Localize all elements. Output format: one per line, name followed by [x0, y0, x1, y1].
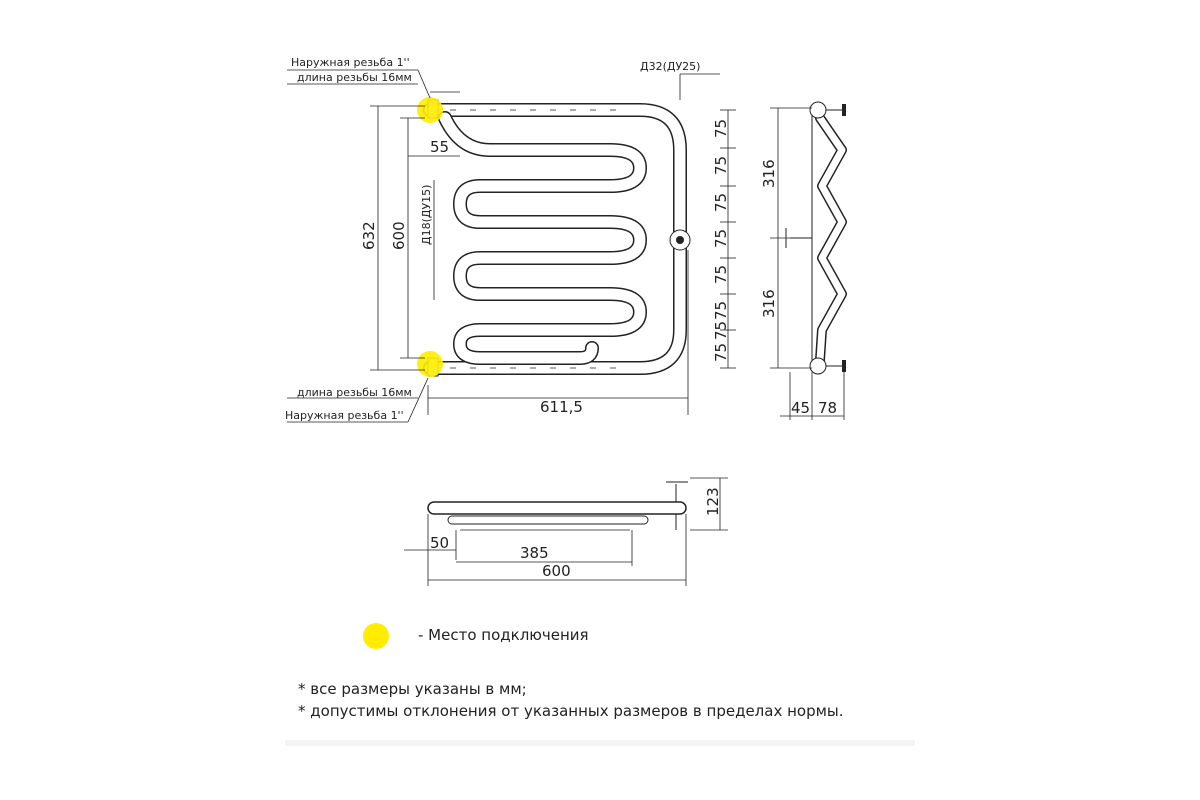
svg-text:75: 75 [712, 229, 730, 248]
dim-depth-b: 78 [818, 399, 837, 417]
legend: - Место подключения [363, 623, 589, 649]
dim-depth-a: 45 [791, 399, 810, 417]
notes: * все размеры указаны в мм; * допустимы … [298, 680, 844, 720]
dim-inlet-offset: 55 [430, 138, 449, 156]
svg-text:75: 75 [712, 193, 730, 212]
thread-outer-top-label: Наружная резьба 1'' [291, 56, 410, 69]
top-view: 123 50 385 600 [404, 477, 728, 586]
front-view: Наружная резьба 1'' длина резьбы 16мм дл… [285, 56, 736, 423]
svg-text:75: 75 [712, 343, 730, 362]
connection-point-top [417, 97, 443, 123]
thread-length-top-label: длина резьбы 16мм [297, 71, 412, 84]
svg-text:75: 75 [712, 321, 730, 340]
note-units: * все размеры указаны в мм; [298, 680, 527, 698]
svg-text:75: 75 [712, 301, 730, 320]
inner-pipe-label: Д18(ДУ15) [420, 185, 433, 245]
dim-top-inner: 385 [520, 544, 549, 562]
connection-legend-icon [363, 623, 389, 649]
thread-length-bottom-label: длина резьбы 16мм [297, 386, 412, 399]
connection-point-bottom [417, 351, 443, 377]
dim-side-upper: 316 [760, 159, 778, 188]
svg-text:75: 75 [712, 265, 730, 284]
note-tolerance: * допустимы отклонения от указанных разм… [298, 702, 844, 720]
dim-height-inner: 600 [390, 221, 408, 250]
dim-height-total: 632 [360, 221, 378, 250]
svg-text:75: 75 [712, 156, 730, 175]
dim-top-height: 123 [704, 487, 722, 516]
footer-strip [285, 740, 915, 746]
dim-width-total: 611,5 [540, 398, 583, 416]
side-view: 316 316 45 78 [760, 101, 847, 420]
dim-top-total: 600 [542, 562, 571, 580]
thread-outer-bottom-label: Наружная резьба 1'' [285, 409, 404, 422]
step-dimensions: 75 75 75 75 75 75 75 75 [712, 119, 730, 362]
outer-pipe-label: Д32(ДУ25) [640, 60, 700, 73]
svg-text:75: 75 [712, 119, 730, 138]
dim-side-lower: 316 [760, 289, 778, 318]
connection-legend-label: - Место подключения [418, 626, 589, 644]
dim-top-offset: 50 [430, 534, 449, 552]
